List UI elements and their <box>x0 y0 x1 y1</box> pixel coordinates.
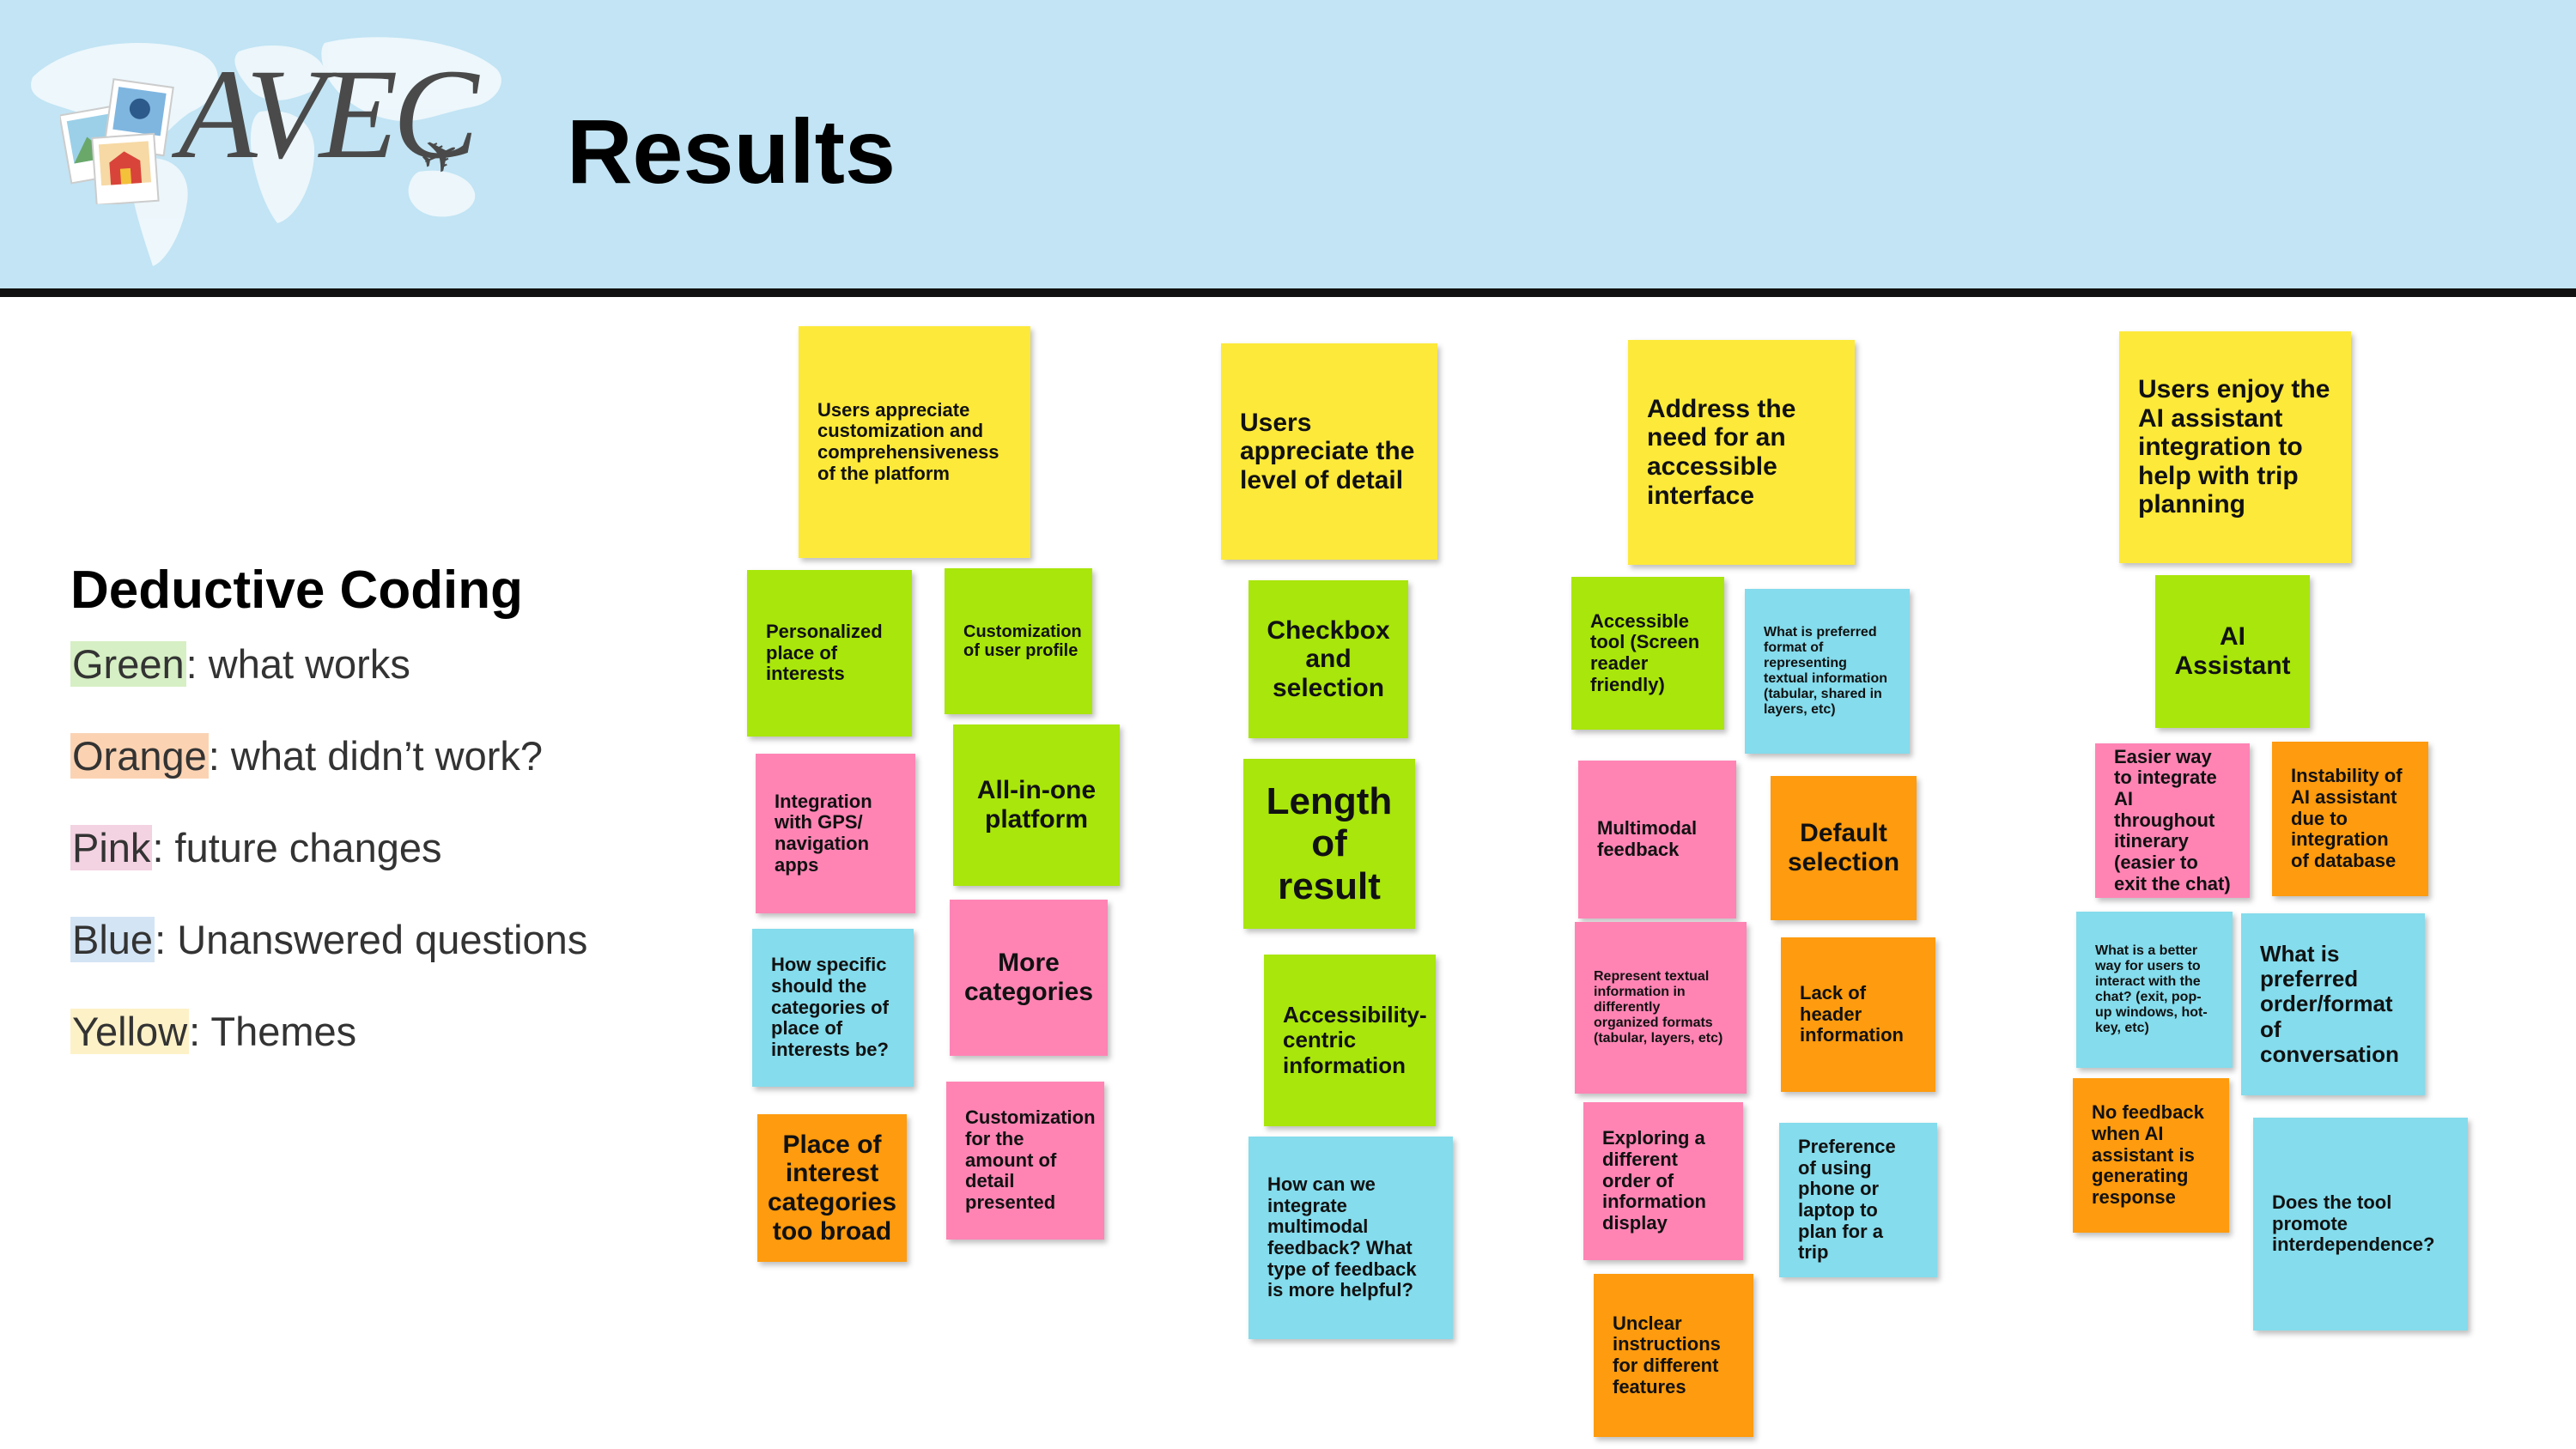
sticky-note[interactable]: Length of result <box>1243 759 1415 929</box>
header-divider <box>0 288 2576 297</box>
header-banner: AVEC ✈ Results <box>0 0 2576 288</box>
avec-logo: AVEC <box>179 43 478 185</box>
theme-note[interactable]: Address the need for an accessible inter… <box>1628 340 1855 565</box>
sticky-note[interactable]: What is preferred order/format of conver… <box>2241 913 2425 1095</box>
theme-note[interactable]: Users appreciate the level of detail <box>1221 343 1437 560</box>
sticky-note[interactable]: Integration with GPS/ navigation apps <box>756 754 915 913</box>
legend-item-green: Green: what works <box>70 640 671 688</box>
sticky-note[interactable]: Personalized place of interests <box>747 570 912 737</box>
sticky-note[interactable]: What is a better way for users to intera… <box>2076 912 2233 1068</box>
sticky-note[interactable]: Customization of user profile <box>945 568 1092 714</box>
world-map-icon <box>31 37 501 266</box>
legend-description: : Themes <box>189 1009 357 1054</box>
legend-color-label: Yellow <box>70 1009 190 1054</box>
legend-color-label: Pink <box>70 825 153 870</box>
sticky-note[interactable]: Checkbox and selection <box>1249 580 1408 738</box>
sticky-note[interactable]: Does the tool promote interdependence? <box>2253 1118 2468 1331</box>
sticky-note[interactable]: Multimodal feedback <box>1578 761 1736 919</box>
legend-color-label: Orange <box>70 733 209 779</box>
sticky-note[interactable]: Exploring a different order of informati… <box>1583 1102 1743 1260</box>
sticky-note[interactable]: Lack of header information <box>1781 937 1935 1092</box>
sticky-note[interactable]: Accessibility-centric information <box>1264 955 1436 1126</box>
legend-item-blue: Blue: Unanswered questions <box>70 916 671 964</box>
page-title: Results <box>567 101 896 203</box>
travel-photos-icon <box>60 78 174 204</box>
legend-item-yellow: Yellow: Themes <box>70 1008 671 1056</box>
sticky-note[interactable]: No feedback when AI assistant is generat… <box>2073 1078 2229 1233</box>
sticky-note[interactable]: Easier way to integrate AI throughout it… <box>2095 743 2250 898</box>
sticky-note[interactable]: Instability of AI assistant due to integ… <box>2272 742 2428 896</box>
sticky-note[interactable]: Preference of using phone or laptop to p… <box>1779 1123 1937 1277</box>
legend-color-label: Green <box>70 641 186 687</box>
legend-description: : Unanswered questions <box>155 917 588 962</box>
sticky-note[interactable]: Customization for the amount of detail p… <box>946 1082 1104 1240</box>
legend-description: : future changes <box>152 825 442 870</box>
sticky-note-board: Users appreciate customization and compr… <box>728 309 2490 1449</box>
theme-note[interactable]: Users enjoy the AI assistant integration… <box>2119 331 2351 563</box>
legend-item-pink: Pink: future changes <box>70 824 671 872</box>
sticky-note[interactable]: All-in-one platform <box>953 724 1120 886</box>
theme-note[interactable]: Users appreciate customization and compr… <box>799 326 1030 558</box>
legend-panel: Deductive Coding Green: what works Orang… <box>70 556 671 1100</box>
legend-description: : what didn’t work? <box>208 733 544 779</box>
sticky-note[interactable]: Default selection <box>1771 776 1917 920</box>
sticky-note[interactable]: AI Assistant <box>2155 575 2310 728</box>
sticky-note[interactable]: How specific should the categories of pl… <box>752 929 914 1087</box>
legend-item-orange: Orange: what didn’t work? <box>70 732 671 780</box>
sticky-note[interactable]: Place of interest categories too broad <box>757 1114 907 1262</box>
legend-color-label: Blue <box>70 917 155 962</box>
sticky-note[interactable]: How can we integrate multimodal feedback… <box>1249 1137 1453 1339</box>
sticky-note[interactable]: Unclear instructions for different featu… <box>1594 1274 1753 1437</box>
sticky-note[interactable]: What is preferred format of representing… <box>1745 589 1910 754</box>
legend-title: Deductive Coding <box>70 561 524 620</box>
sticky-note[interactable]: Represent textual information in differe… <box>1575 922 1747 1094</box>
sticky-note[interactable]: Accessible tool (Screen reader friendly) <box>1571 577 1724 730</box>
sticky-note[interactable]: More categories <box>950 900 1108 1056</box>
legend-description: : what works <box>185 641 410 687</box>
